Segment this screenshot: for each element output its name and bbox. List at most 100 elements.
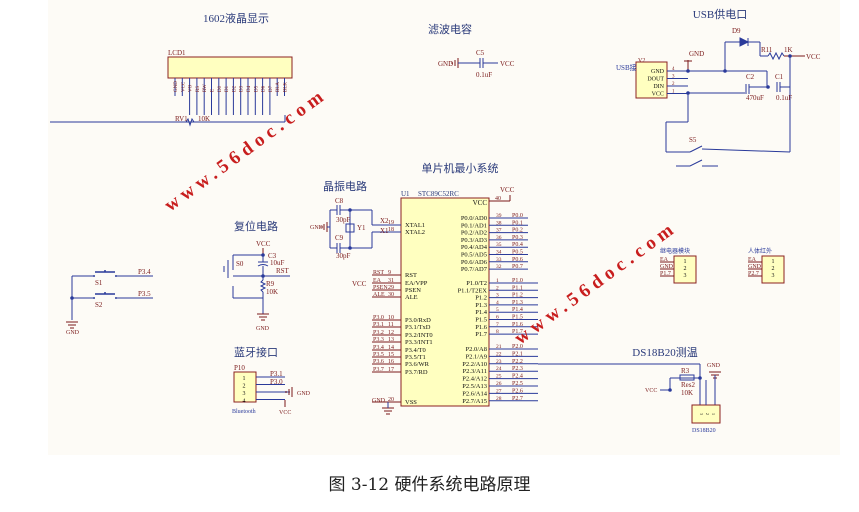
lcd-pin-label: D5 [254,85,259,92]
mcu-pin-num: 17 [388,367,394,373]
mcu-pin-num: 36 [496,235,502,241]
mcu-pin-name: P2.0/A8 [466,346,488,353]
rst-net: RST [276,267,290,275]
keys-gnd: GND [66,330,80,336]
lcd-pin-label: RS [196,86,201,92]
r11-ref: R11 [761,46,773,54]
lcd-part [167,56,293,79]
mcu-pin-num: 9 [388,270,391,276]
resistor-icon [679,374,695,381]
mcu-pin-name: P0.2/AD2 [461,230,487,237]
lcd-pin-label: D7 [269,85,274,92]
mcu-vcc: VCC [500,186,515,194]
bluetooth-gnd: GND [297,391,311,397]
mcu-pin-name: P0.3/AD3 [461,237,487,244]
lcd-pin-label: D2 [232,85,237,92]
mcu-pin-name: XTAL2 [405,229,425,236]
usb-pin-label: DIN [653,84,664,90]
ds18b20-pin-num: 3 [699,413,704,415]
x1-label: X1 [380,227,389,235]
r9-ref: R9 [266,280,275,288]
filter-title: 滤波电容 [428,22,472,36]
relay-pin-num: 3 [684,273,687,279]
lcd-pin-label: RW [203,84,208,92]
mcu-net-label: P3.2 [373,330,384,336]
usb-pin-label: GND [651,69,665,75]
mcu-net-label: P1.7 [512,329,523,335]
pir-net: GND [748,264,762,270]
c5-ref: C5 [476,49,485,57]
mcu-net-label: P1.4 [512,307,523,313]
mcu-net-label: P2.2 [512,359,523,365]
relay-net: GND [660,264,674,270]
mcu-pin-num: 20 [388,397,394,403]
bluetooth-pin-num: 4 [243,399,246,405]
mcu-pin-num: 16 [388,359,394,365]
mcu-chip [400,197,490,407]
y1-ref: Y1 [357,224,366,232]
mcu-net-label: P2.4 [512,374,523,380]
mcu-pin-num: 28 [496,396,502,402]
mcu-pin-name: P2.7/A15 [462,398,487,405]
mcu-pin-name: P1.6 [475,324,487,331]
mcu-net-label: P1.6 [512,322,523,328]
u1-ref: U1 [401,190,410,198]
mcu-pin-name: P1.1/T2EX [458,287,488,294]
mcu-net-label: P1.0 [512,278,523,284]
mcu-net-label: P0.6 [512,257,523,263]
mcu-pin-num: 6 [496,315,499,321]
mcu-net-label: P2.5 [512,381,523,387]
c8-value: 30pF [336,216,351,224]
c3-ref: C3 [268,252,277,260]
filter-gnd: GND [438,60,453,68]
p31-net: P3.1 [270,370,283,378]
pushbutton-icon [93,270,117,299]
junction-dot [348,246,352,250]
mcu-pin-num: 15 [388,352,394,358]
mcu-pin-num: 12 [388,330,394,336]
bluetooth-pin-num: 3 [243,391,246,397]
relay-pin-num: 2 [684,266,687,272]
mcu-net-label: P2.3 [512,366,523,372]
crystal-gnd: GND [310,225,324,231]
mcu-net-label: P2.1 [512,351,523,357]
c1-ref: C1 [775,73,784,81]
mcu-pin-num: 4 [496,300,499,306]
p30-net: P3.0 [270,378,283,386]
junction-dot [70,296,74,300]
bluetooth-pin-num: 1 [243,376,246,382]
mcu-pin-num: 34 [496,250,502,256]
mcu-pin-name: P3.0/RxD [405,317,431,324]
usb-pin-num: 3 [672,75,675,80]
pushbutton-icon [223,260,229,278]
mcu-pin-num: 23 [496,359,502,365]
mcu-pin-name: P0.0/AD0 [461,215,487,222]
ds18b20-vcc: VCC [645,388,657,394]
reset-gnd: GND [256,326,270,332]
mcu-net-label: P0.0 [512,213,523,219]
mcu-net-label: P0.5 [512,250,523,256]
mcu-net-label: P0.1 [512,220,523,226]
lcd-pin-label: D3 [240,85,245,92]
mcu-net-label: ALE [373,292,385,298]
ea-vcc-label: VCC [352,280,367,288]
usb-pin-num: 4 [672,67,675,72]
mcu-pin-num: 26 [496,381,502,387]
mcu-pin-num: 8 [496,329,499,335]
relay-title: 继电器模块 [660,247,690,255]
r3-type: Res2 [681,381,696,389]
r9-value: 10K [266,288,278,296]
mcu-pin-name: EA/VPP [405,280,428,287]
mcu-net-label: P0.3 [512,235,523,241]
lcd-pin-label: D1 [225,85,230,92]
mcu-pin-name: P0.4/AD4 [461,244,488,251]
usb-gnd: GND [689,50,704,58]
mcu-pin-num: 13 [388,337,394,343]
mcu-pin-num: 31 [388,278,394,284]
mcu-pin-name: P1.4 [475,309,487,316]
c5-value: 0.1uF [476,71,492,79]
mcu-pin-name: ALE [405,294,418,301]
relay-pin-num: 1 [684,259,687,265]
mcu-title: 单片机最小系统 [422,161,499,175]
